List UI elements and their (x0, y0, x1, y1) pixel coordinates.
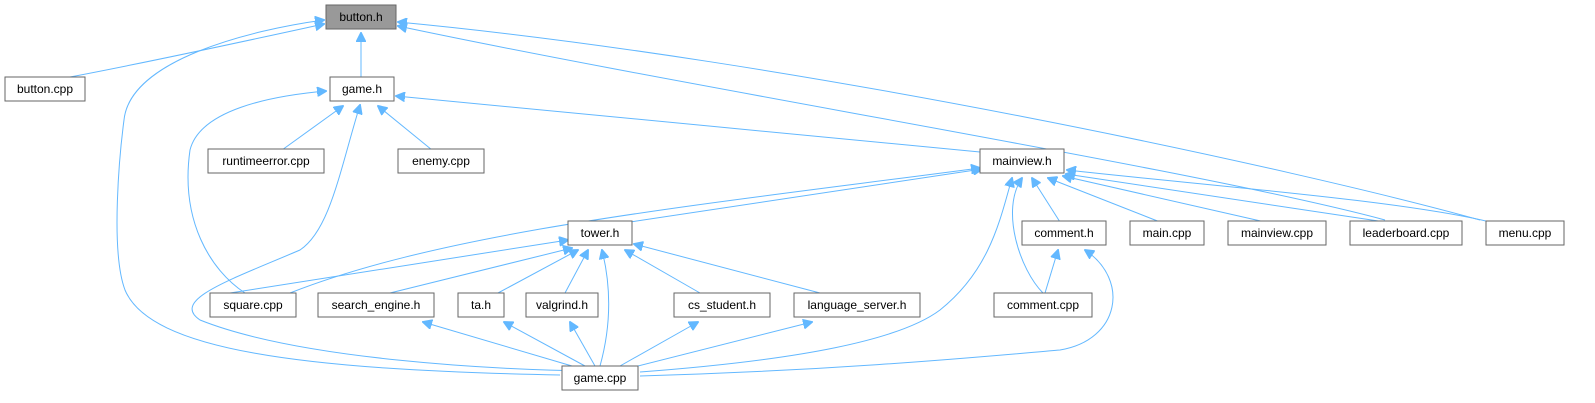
node-label: language_server.h (808, 298, 907, 312)
node-label: search_engine.h (332, 298, 421, 312)
edge-runtimeerror-cpp-to-game-h (281, 106, 343, 151)
edge-square-cpp-to-mainview-h (289, 168, 980, 294)
node-language-server-h[interactable]: language_server.h (793, 292, 921, 318)
node-comment-h[interactable]: comment.h (1021, 220, 1107, 246)
node-ta-h[interactable]: ta.h (457, 292, 505, 318)
node-label: comment.cpp (1007, 298, 1079, 312)
node-menu-cpp[interactable]: menu.cpp (1485, 220, 1565, 246)
edge-square-cpp-to-tower-h (229, 240, 568, 294)
node-button-h[interactable]: button.h (325, 4, 397, 30)
node-label: enemy.cpp (412, 154, 470, 168)
node-cs-student-h[interactable]: cs_student.h (673, 292, 771, 318)
node-main-cpp[interactable]: main.cpp (1129, 220, 1205, 246)
node-game-cpp[interactable]: game.cpp (561, 365, 639, 391)
edges (69, 20, 1491, 377)
node-game-h[interactable]: game.h (329, 76, 395, 102)
node-search-engine-h[interactable]: search_engine.h (317, 292, 435, 318)
edge-comment-cpp-to-mainview-h (1012, 178, 1044, 294)
node-comment-cpp[interactable]: comment.cpp (993, 292, 1093, 318)
node-runtimeerror-cpp[interactable]: runtimeerror.cpp (207, 148, 325, 174)
edge-menu-cpp-to-mainview-h (1067, 170, 1491, 223)
edge-game-cpp-to-game-h (191, 105, 591, 372)
edge-comment-h-to-mainview-h (1032, 178, 1061, 223)
node-square-cpp[interactable]: square.cpp (209, 292, 297, 318)
edge-game-cpp-to-comment-h (639, 250, 1114, 377)
node-valgrind-h[interactable]: valgrind.h (525, 292, 599, 318)
node-label: valgrind.h (536, 298, 588, 312)
edge-game-cpp-to-valgrind-h (570, 322, 596, 367)
edge-game-cpp-to-tower-h (600, 250, 610, 367)
edge-menu-cpp-to-button-h (398, 22, 1481, 221)
edge-enemy-cpp-to-game-h (378, 106, 433, 151)
nodes: button.h button.cpp game.h runtimeerror.… (4, 4, 1565, 391)
edge-language-server-h-to-tower-h (634, 244, 821, 294)
edge-button-cpp-to-button-h (69, 24, 324, 78)
node-label: button.cpp (17, 82, 73, 96)
edge-ta-h-to-tower-h (497, 250, 578, 294)
node-label: mainview.h (992, 154, 1051, 168)
edge-game-cpp-to-button-h (116, 20, 561, 376)
edge-game-cpp-to-ta-h (504, 322, 586, 367)
edge-game-cpp-to-mainview-h (639, 178, 1012, 373)
edge-main-cpp-to-mainview-h (1048, 178, 1161, 223)
node-label: game.cpp (574, 371, 627, 385)
node-label: main.cpp (1143, 226, 1192, 240)
node-label: ta.h (471, 298, 491, 312)
node-label: runtimeerror.cpp (222, 154, 310, 168)
edge-tower-h-to-mainview-h (629, 169, 982, 223)
node-button-cpp[interactable]: button.cpp (4, 76, 86, 102)
edge-square-cpp-to-game-h (187, 91, 326, 294)
edge-leaderboard-cpp-to-button-h (398, 26, 1386, 221)
edge-mainview-cpp-to-mainview-h (1063, 176, 1266, 223)
node-mainview-h[interactable]: mainview.h (979, 148, 1065, 174)
edge-mainview-h-to-game-h (396, 96, 981, 153)
node-tower-h[interactable]: tower.h (567, 220, 633, 246)
edge-cs-student-h-to-tower-h (625, 250, 701, 294)
node-label: game.h (342, 82, 382, 96)
node-label: mainview.cpp (1241, 226, 1313, 240)
node-label: tower.h (581, 226, 620, 240)
node-label: comment.h (1034, 226, 1093, 240)
node-leaderboard-cpp[interactable]: leaderboard.cpp (1349, 220, 1463, 246)
node-label: leaderboard.cpp (1363, 226, 1450, 240)
edge-search-engine-h-to-tower-h (389, 248, 572, 294)
edge-valgrind-h-to-tower-h (564, 250, 588, 294)
node-label: cs_student.h (688, 298, 756, 312)
node-mainview-cpp[interactable]: mainview.cpp (1227, 220, 1327, 246)
edge-leaderboard-cpp-to-mainview-h (1066, 174, 1386, 223)
edge-game-cpp-to-language-server-h (629, 322, 812, 369)
edge-comment-cpp-to-comment-h (1044, 250, 1058, 294)
node-label: square.cpp (223, 298, 283, 312)
edge-game-cpp-to-cs-student-h (619, 322, 698, 367)
node-enemy-cpp[interactable]: enemy.cpp (397, 148, 485, 174)
edge-game-cpp-to-search-engine-h (423, 322, 573, 367)
node-label: button.h (339, 10, 382, 24)
node-label: menu.cpp (1499, 226, 1552, 240)
